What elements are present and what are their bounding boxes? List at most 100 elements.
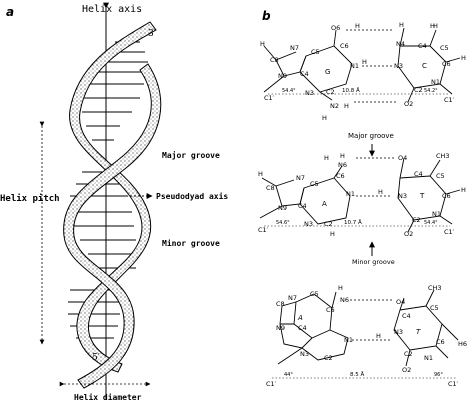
atom-label: N1	[350, 62, 359, 70]
atom-label: N7	[290, 44, 299, 52]
gc-base-pair: O6 H H N4 H N7 H C8 C5 C6 N9 C4 G N1 H N…	[260, 21, 466, 122]
atom-label: C2	[324, 220, 333, 228]
minor-groove-label-a: Minor groove	[162, 238, 220, 248]
atom-label: C5	[436, 172, 445, 180]
atom-label: CH3	[428, 284, 442, 292]
at-bottom-distance: 8.5 Å	[350, 371, 364, 378]
minor-groove-label-b: Minor groove	[352, 258, 395, 266]
atom-label: C1′	[266, 380, 277, 388]
base-pair-rungs	[68, 41, 148, 339]
atom-label: C4	[298, 202, 307, 210]
helix-pitch-label: Helix pitch	[0, 193, 60, 204]
atom-label: H6	[458, 340, 467, 348]
major-groove-label-a: Major groove	[162, 150, 220, 160]
atom-label: CH3	[436, 152, 450, 160]
atom-label: C5	[430, 304, 439, 312]
atom-label: C6	[326, 306, 335, 314]
atom-label: N1	[344, 336, 353, 344]
atom-label: H	[362, 58, 367, 66]
atom-label: H	[338, 284, 343, 292]
panel-b: b	[258, 9, 467, 388]
atom-label: C8	[276, 300, 285, 308]
ring-label-t-bottom: T	[416, 328, 421, 336]
atom-label: N3	[398, 192, 407, 200]
at-middle-angle-right: 54.4°	[424, 220, 438, 226]
ring-label-c: C	[422, 62, 427, 70]
at-bottom-angle-right: 96°	[434, 372, 443, 378]
atom-label: N9	[276, 324, 285, 332]
atom-label: C5	[440, 44, 449, 52]
atom-label: C1′	[448, 380, 459, 388]
atom-label: N3	[300, 350, 309, 358]
atom-label: C1′	[444, 228, 455, 236]
atom-label: C8	[266, 184, 275, 192]
atom-label: N6	[340, 296, 349, 304]
atom-label: N3	[394, 62, 403, 70]
atom-label: C1′	[258, 226, 269, 234]
atom-label: N3	[304, 220, 313, 228]
panel-a: a Helix axis	[0, 2, 228, 402]
atom-label: C8	[270, 56, 279, 64]
atom-label: O6	[331, 24, 340, 32]
atom-label: C1′	[264, 94, 275, 102]
atom-label: N3	[305, 89, 314, 97]
atom-label: H	[433, 22, 438, 30]
strand-2-ribbon	[63, 63, 162, 389]
atom-label: N7	[288, 294, 297, 302]
atom-label: C1′	[444, 96, 455, 104]
atom-label: N1	[424, 354, 433, 362]
atom-label: H	[340, 152, 345, 160]
atom-label: O4	[396, 298, 405, 306]
atom-label: N4	[396, 40, 405, 48]
atom-label: C6	[442, 192, 451, 200]
panel-a-label: a	[6, 5, 14, 19]
atom-label: C4	[414, 170, 423, 178]
atom-label: H	[260, 40, 265, 48]
pseudodyad-axis-label: Pseudodyad axis	[156, 191, 228, 201]
atom-label: H	[258, 170, 263, 178]
strand-3prime-label: 3′	[148, 29, 156, 39]
atom-label: H	[376, 332, 381, 340]
helix-axis-label: Helix axis	[82, 4, 142, 15]
atom-label: O4	[398, 154, 407, 162]
atom-label: N9	[278, 72, 287, 80]
ring-label-g: G	[325, 68, 330, 76]
at-middle-distance: 10.7 Å	[344, 219, 362, 226]
gc-distance: 10.8 Å	[342, 87, 360, 94]
atom-label: C2	[324, 354, 333, 362]
atom-label: C5	[311, 48, 320, 56]
at-base-pair-bottom: H N6 O4 CH3 C5 C6 C8 N7 N9 C4 A N3 N1 H …	[266, 284, 467, 388]
atom-label: H	[430, 22, 435, 30]
atom-label: C2	[414, 86, 423, 94]
atom-label: C5	[310, 180, 319, 188]
at-bottom-angle-left: 44°	[284, 372, 293, 378]
atom-label: C6	[442, 60, 451, 68]
atom-label: C6	[436, 338, 445, 346]
atom-label: H	[461, 54, 466, 62]
at-base-pair-middle: H N6 H O4 CH3 N7 H C8 C5 C6 N9 C4 A N1 H…	[258, 152, 466, 238]
ring-label-t: T	[419, 192, 425, 200]
ring-label-a: A	[322, 200, 327, 208]
strand-5prime-label: 5′	[92, 353, 100, 363]
atom-label: C4	[418, 42, 427, 50]
atom-label: H	[344, 102, 349, 110]
strand-1-ribbon	[69, 21, 157, 373]
atom-label: C4	[402, 312, 411, 320]
atom-label: C2	[326, 88, 335, 96]
atom-label: N1	[431, 78, 440, 86]
atom-label: O2	[404, 230, 413, 238]
atom-label: N6	[338, 161, 347, 169]
atom-label: O2	[404, 100, 413, 108]
at-middle-angle-left: 54.6°	[276, 220, 290, 226]
atom-label: C4	[300, 70, 309, 78]
atom-label: H	[355, 22, 360, 30]
atom-label: H	[322, 114, 327, 122]
ring-label-a-bottom: A	[297, 314, 303, 322]
atom-label: C6	[336, 172, 345, 180]
atom-label: C2	[412, 216, 421, 224]
atom-label: H	[378, 188, 383, 196]
atom-label: N2	[330, 102, 339, 110]
atom-label: C6	[340, 42, 349, 50]
atom-label: O2	[402, 366, 411, 374]
